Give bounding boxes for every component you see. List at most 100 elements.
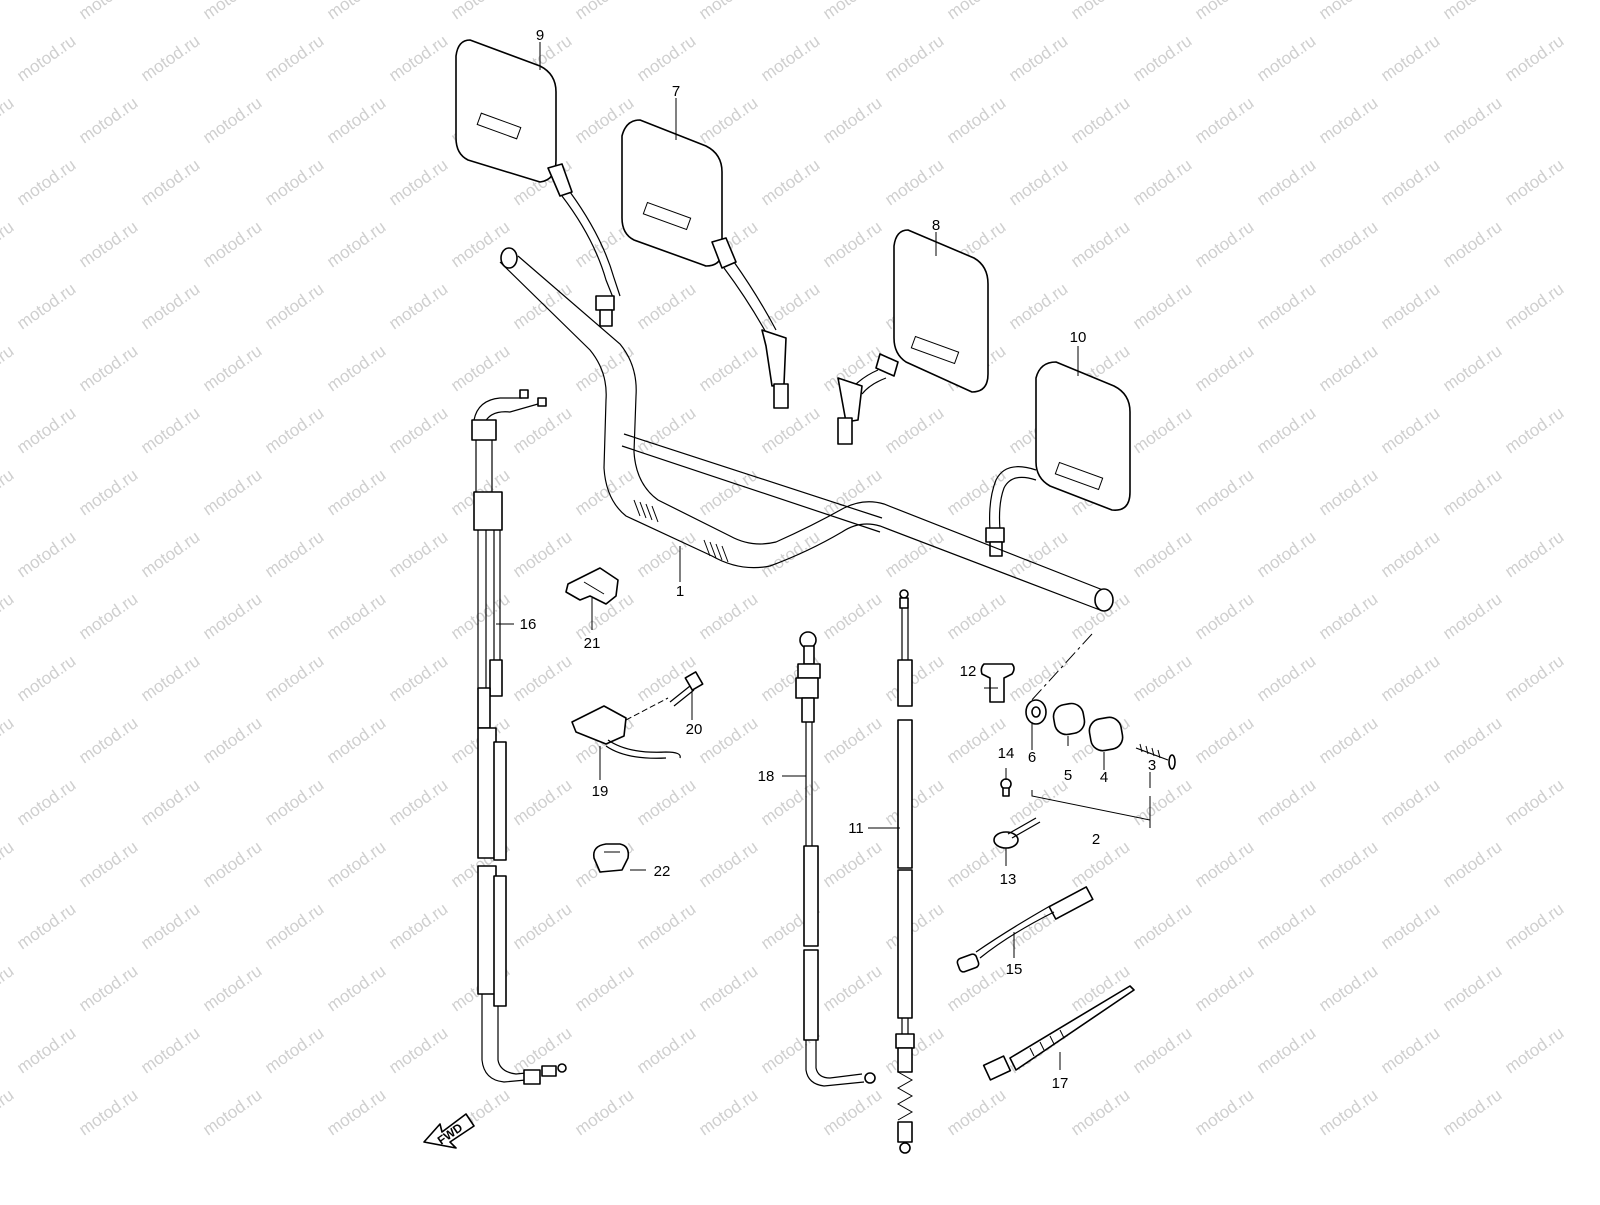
cable-tie-17 <box>982 985 1135 1081</box>
watermark-text: motod.ru <box>0 93 17 147</box>
callout-13: 13 <box>1000 871 1017 888</box>
leader-lines <box>496 42 1151 1070</box>
watermark-text: motod.ru <box>323 1085 389 1139</box>
grommet-12 <box>980 663 1015 703</box>
watermark-text: motod.ru <box>509 899 575 953</box>
watermark-text: motod.ru <box>0 589 17 643</box>
callout-19: 19 <box>592 783 609 800</box>
watermark-text: motod.ru <box>1191 0 1257 23</box>
watermark-text: motod.ru <box>385 775 451 829</box>
watermark-text: motod.ru <box>1315 589 1381 643</box>
watermark-text: motod.ru <box>819 837 885 891</box>
watermark-text: motod.ru <box>0 837 17 891</box>
callout-15: 15 <box>1006 961 1023 978</box>
watermark-text: motod.ru <box>1439 961 1505 1015</box>
watermark-text: motod.ru <box>1315 713 1381 767</box>
watermark-text: motod.ru <box>881 1023 947 1077</box>
watermark-text: motod.ru <box>0 217 17 271</box>
watermark-text: motod.ru <box>571 961 637 1015</box>
watermark-text: motod.ru <box>1439 1085 1505 1139</box>
watermark-text: motod.ru <box>1377 279 1443 333</box>
watermark-text: motod.ru <box>261 155 327 209</box>
watermark-text: motod.ru <box>199 217 265 271</box>
callout-18: 18 <box>758 768 775 785</box>
callout-8: 8 <box>932 217 940 234</box>
watermark-text: motod.ru <box>1191 217 1257 271</box>
watermark-text: motod.ru <box>943 589 1009 643</box>
watermark-text: motod.ru <box>0 961 17 1015</box>
watermark-text: motod.ru <box>323 961 389 1015</box>
watermark-text: motod.ru <box>1501 651 1567 705</box>
watermark-text: motod.ru <box>1129 527 1195 581</box>
watermark-text: motod.ru <box>1191 589 1257 643</box>
watermark-text: motod.ru <box>819 713 885 767</box>
watermark-text: motod.ru <box>323 589 389 643</box>
watermark-text: motod.ru <box>261 775 327 829</box>
watermark-text: motod.ru <box>881 775 947 829</box>
watermark-text: motod.ru <box>13 899 79 953</box>
watermark-text: motod.ru <box>75 0 141 23</box>
watermark-text: motod.ru <box>199 341 265 395</box>
watermark-text: motod.ru <box>1129 403 1195 457</box>
watermark-text: motod.ru <box>0 0 17 23</box>
watermark-text: motod.ru <box>757 279 823 333</box>
watermark-text: motod.ru <box>447 0 513 23</box>
watermark-text: motod.ru <box>1501 899 1567 953</box>
watermark-text: motod.ru <box>13 403 79 457</box>
watermark-text: motod.ru <box>1067 837 1133 891</box>
watermark-text: motod.ru <box>75 465 141 519</box>
watermark-text: motod.ru <box>385 651 451 705</box>
callout-21: 21 <box>584 635 601 652</box>
watermark-text: motod.ru <box>1315 93 1381 147</box>
throttle-cable-16 <box>471 389 567 1085</box>
watermark-text: motod.ru <box>571 1085 637 1139</box>
mirror-7 <box>621 119 789 409</box>
watermark-text: motod.ru <box>1129 155 1195 209</box>
watermark-text: motod.ru <box>13 31 79 85</box>
watermark-text: motod.ru <box>1253 279 1319 333</box>
watermark-text: motod.ru <box>1501 775 1567 829</box>
callout-12: 12 <box>960 663 977 680</box>
balancer-assembly <box>1025 633 1176 770</box>
callout-4: 4 <box>1100 769 1108 786</box>
watermark-text: motod.ru <box>695 93 761 147</box>
watermark-text: motod.ru <box>1315 0 1381 23</box>
watermark-text: motod.ru <box>1253 1023 1319 1077</box>
watermark-text: motod.ru <box>633 279 699 333</box>
watermark-text: motod.ru <box>75 217 141 271</box>
bolt-20 <box>669 671 704 707</box>
watermark-text: motod.ru <box>13 1023 79 1077</box>
watermark-text: motod.ru <box>757 31 823 85</box>
watermark-text: motod.ru <box>385 155 451 209</box>
clamp-22 <box>592 843 630 873</box>
watermark-text: motod.ru <box>1129 775 1195 829</box>
callout-9: 9 <box>536 27 544 44</box>
watermark-text: motod.ru <box>137 775 203 829</box>
callout-1: 1 <box>676 583 684 600</box>
watermark-text: motod.ru <box>1191 93 1257 147</box>
watermark-text: motod.ru <box>819 217 885 271</box>
watermark-text: motod.ru <box>1067 93 1133 147</box>
watermark-text: motod.ru <box>1191 341 1257 395</box>
watermark-text: motod.ru <box>1191 1085 1257 1139</box>
watermark-text: motod.ru <box>137 1023 203 1077</box>
callout-11: 11 <box>848 820 864 837</box>
watermark-text: motod.ru <box>881 527 947 581</box>
watermark-text: motod.ru <box>1501 155 1567 209</box>
watermark-text: motod.ru <box>881 155 947 209</box>
watermark-text: motod.ru <box>509 775 575 829</box>
watermark-text: motod.ru <box>137 155 203 209</box>
watermark-text: motod.ru <box>75 93 141 147</box>
watermark-text: motod.ru <box>1005 155 1071 209</box>
watermark-text: motod.ru <box>819 589 885 643</box>
watermark-text: motod.ru <box>695 589 761 643</box>
watermark-text: motod.ru <box>633 775 699 829</box>
fwd-arrow: FWD <box>423 1113 475 1149</box>
watermark-text: motod.ru <box>695 713 761 767</box>
screw-14 <box>1000 778 1012 797</box>
callout-17: 17 <box>1052 1075 1069 1092</box>
watermark-text: motod.ru <box>199 465 265 519</box>
watermark-text: motod.ru <box>509 527 575 581</box>
watermark-text: motod.ru <box>137 899 203 953</box>
